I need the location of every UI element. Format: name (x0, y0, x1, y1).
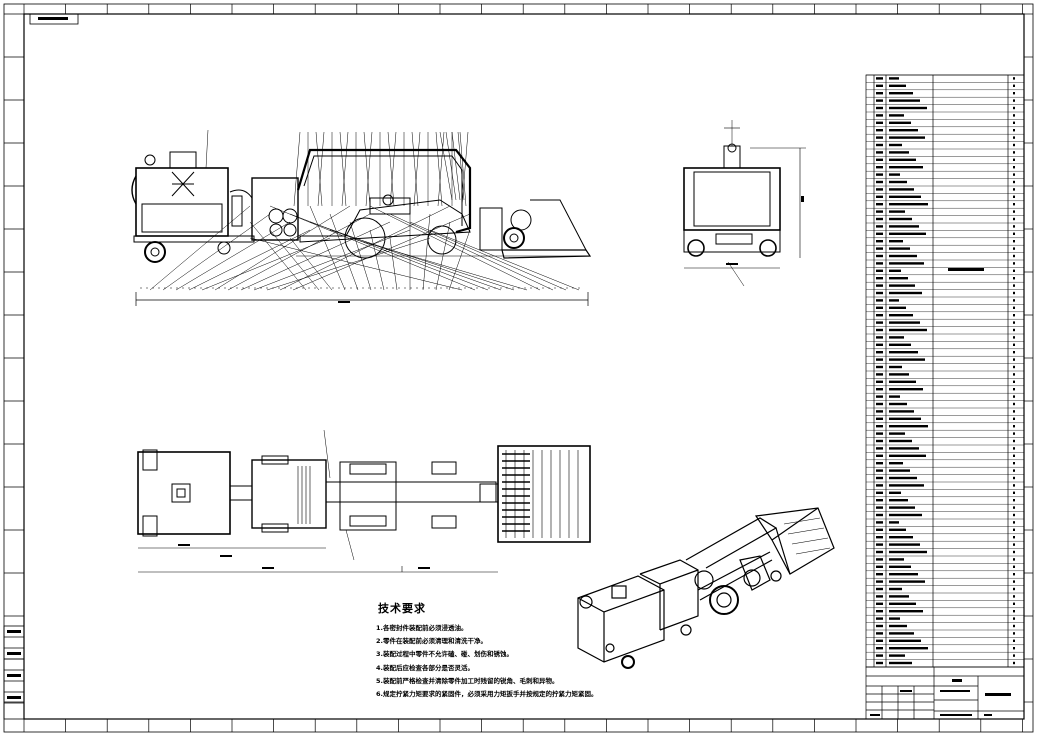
requirement-item: 2.零件在装配前必须清理和清洗干净。 (376, 637, 487, 646)
zone-markers (4, 4, 1033, 732)
side-view-drawing (683, 120, 806, 287)
title-block (865, 666, 1025, 720)
requirement-item: 1.各密封件装配前必须浸透油。 (376, 624, 468, 632)
front-view-drawing (131, 129, 592, 306)
top-view-drawing (137, 429, 591, 573)
requirement-item: 6.规定拧紧力矩要求的紧固件，必须采用力矩扳手并按规定的拧紧力矩紧固。 (376, 690, 598, 699)
technical-requirements-title: 技术要求 (378, 602, 426, 615)
requirement-item: 3.装配过程中零件不允许磕、碰、划伤和锈蚀。 (376, 650, 513, 659)
left-revision-block (3, 625, 25, 720)
requirement-item: 4.装配后应检查各部分是否灵活。 (376, 663, 474, 672)
requirement-item: 5.装配前严格检查并清除零件加工时残留的锐角、毛刺和异物。 (376, 676, 559, 685)
isometric-view-drawing (577, 507, 835, 669)
technical-requirements: 技术要求 1.各密封件装配前必须浸透油。 2.零件在装配前必须清理和清洗干净。 … (376, 600, 636, 701)
parts-list-table (865, 74, 1025, 668)
